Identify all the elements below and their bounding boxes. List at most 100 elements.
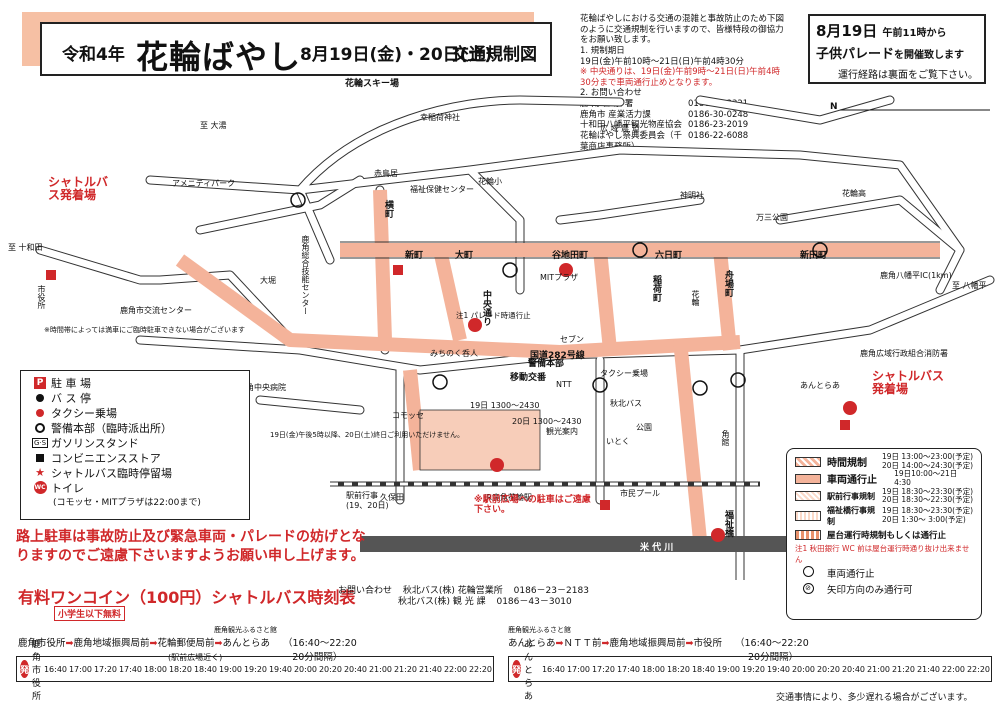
shuttle-left-label: シャトルバス発着場: [48, 175, 109, 203]
notice-period: 19日(金)午前10時～21日(日)午前4時30分: [580, 56, 744, 67]
departure-time: 18:40: [193, 664, 218, 674]
label-ntt: NTT: [556, 380, 572, 389]
label-akita-bus: 秋北バス: [610, 399, 642, 408]
label-taxi-stop: タクシー乗場: [600, 369, 648, 378]
hatch-swatch-icon: [795, 456, 821, 467]
label-yanagimachi: 谷地田町: [552, 251, 589, 261]
label-akatori: 赤鳥居: [374, 169, 398, 178]
label-omachi: 大町: [455, 251, 474, 261]
dark-hatch-swatch-icon: [795, 529, 821, 540]
label-hanawa-elem: 花輪小: [478, 177, 502, 186]
departure-time: 19:20: [741, 664, 766, 674]
depart-icon: 発: [20, 660, 30, 678]
label-station: JR鹿角花輪駅: [484, 493, 532, 502]
departure-time: 20:00: [791, 664, 816, 674]
legend-note-akita-bank: 注1 秋田銀行 WC 前は屋台運行時通り抜け出来ません: [795, 543, 970, 564]
departure-time: 20:40: [841, 664, 866, 674]
legend-float: 屋台運行時規制もしくは通行止: [795, 527, 973, 543]
label-mobile-police: 移動交番: [510, 373, 547, 383]
route-right: 鹿角観光ふるさと館 あんとらあ➡ＮＴＴ前➡鹿角地域振興局前➡市役所 （16:40…: [508, 626, 809, 663]
label-station-event-date: (19、20日): [346, 501, 389, 510]
label-kazuno-center: 鹿角総合技能センター: [301, 235, 310, 315]
label-fire-station: 鹿角広域行政組合消防署: [860, 349, 948, 358]
north-arrow: N: [830, 102, 838, 112]
gas-station-icon: G·S: [31, 437, 49, 448]
parade-date: 8月19日: [816, 22, 878, 40]
footer-note: 交通事情により、多少遅れる場合がございます。: [776, 693, 973, 703]
departure-time: 19:20: [243, 664, 268, 674]
fill-swatch-icon: [795, 473, 821, 484]
label-park: 公園: [636, 423, 652, 432]
departure-time: 21:20: [891, 664, 916, 674]
label-anto: あんとらあ: [800, 381, 840, 390]
departure-time: 21:00: [368, 664, 393, 674]
departure-time: 21:20: [393, 664, 418, 674]
police-ring-icon: [35, 422, 45, 433]
label-shinmei: 神明社: [680, 191, 704, 200]
parade-event-suffix: を開催致します: [894, 50, 965, 61]
route-right-sub: 鹿角観光ふるさと館: [508, 626, 571, 634]
label-shrine: 幸稲荷神社: [420, 113, 460, 122]
parade-event: 子供パレード: [816, 47, 895, 62]
departure-time: 22:20: [966, 664, 991, 674]
parade-time: 午前11時から: [882, 28, 947, 39]
toilet-icon: WC: [33, 481, 47, 494]
legend-item-convenience: コンビニエンスストア: [29, 450, 241, 465]
label-guard-hq: 警備本部: [528, 359, 565, 369]
label-yokomachi: 横町: [383, 200, 393, 218]
label-hours-20: 20日 1300～2430: [512, 417, 582, 426]
label-manzo: 万三公園: [756, 213, 788, 222]
departure-time: 20:20: [816, 664, 841, 674]
label-funaba: 舟場町: [723, 270, 733, 297]
convenience-store-icon: [36, 453, 44, 462]
label-parking-note: ※時間帯によっては満車にご臨時駐車できない場合がございます: [44, 326, 246, 334]
departure-time: 21:40: [916, 664, 941, 674]
label-station-event: 駅前行事: [346, 491, 378, 500]
legend-toilet-note: (コモッセ・MITプラザは22:00まで): [53, 498, 201, 508]
departure-time: 19:40: [268, 664, 293, 674]
label-central-st: 中央通り: [481, 290, 491, 326]
title-box: [40, 22, 552, 76]
departure-time: 22:00: [443, 664, 468, 674]
bus-contact: お問い合わせ 秋北バス(株) 花輪営業所 0186－23－2183 秋北バス(株…: [338, 586, 589, 607]
label-city-hall: 市役所: [37, 285, 46, 309]
title-era: 令和4年: [62, 45, 125, 65]
label-rokunichi: 六日町: [655, 251, 683, 261]
label-kutakuta: みちのく呑人: [430, 349, 478, 358]
departure-time: 18:20: [168, 664, 193, 674]
departure-time: 22:20: [468, 664, 493, 674]
label-ski: 花輪スキー場: [345, 79, 400, 89]
notice-central-warning: ※ 中央通りは、19日(金)午前9時～21日(日)午前4時30分まで車両通行止め…: [580, 67, 781, 88]
departure-time: 18:00: [143, 664, 168, 674]
label-welfare: 福祉保健センター: [410, 185, 474, 194]
parade-box: 8月19日 午前11時から 子供パレードを開催致します 運行経路は裏面をご覧下さ…: [808, 14, 986, 84]
bus-stop-icon: [36, 393, 44, 402]
label-bus-note: 19日(金)午後5時以降、20日(土)終日ご利用いただけません。: [270, 431, 464, 439]
bus-timetable-title: 有料ワンコイン（100円）シャトルバス時刻表: [18, 588, 356, 607]
label-kanko: 観光案内: [546, 427, 578, 436]
map-roads: [35, 95, 995, 585]
label-to-hachimantai: 至 八幡平: [952, 281, 987, 290]
parade-route-note: 運行経路は裏面をご覧下さい。: [838, 70, 978, 81]
light-hatch-swatch-icon: [795, 510, 821, 521]
legend-closed-ring: 車両通行止: [795, 565, 973, 581]
timetable-origin: あんとらあ: [524, 639, 534, 702]
label-farm-road: 広 域 農 道: [600, 124, 640, 133]
departure-time: 22:00: [941, 664, 966, 674]
label-hours-19: 19日 1300～2430: [470, 401, 540, 410]
label-river: 米 代 川: [640, 543, 674, 553]
label-hanawa-high: 花輪高: [842, 189, 866, 198]
page-title: 花輪ばやし: [136, 38, 302, 76]
shuttle-right-label: シャトルバス発着場: [872, 369, 945, 397]
star-icon: ★: [35, 466, 45, 479]
taxi-icon: [36, 408, 44, 417]
timetable-origin: 鹿角市役所: [32, 639, 42, 702]
legend-item-bus-stop: バ ス 停: [29, 390, 241, 405]
